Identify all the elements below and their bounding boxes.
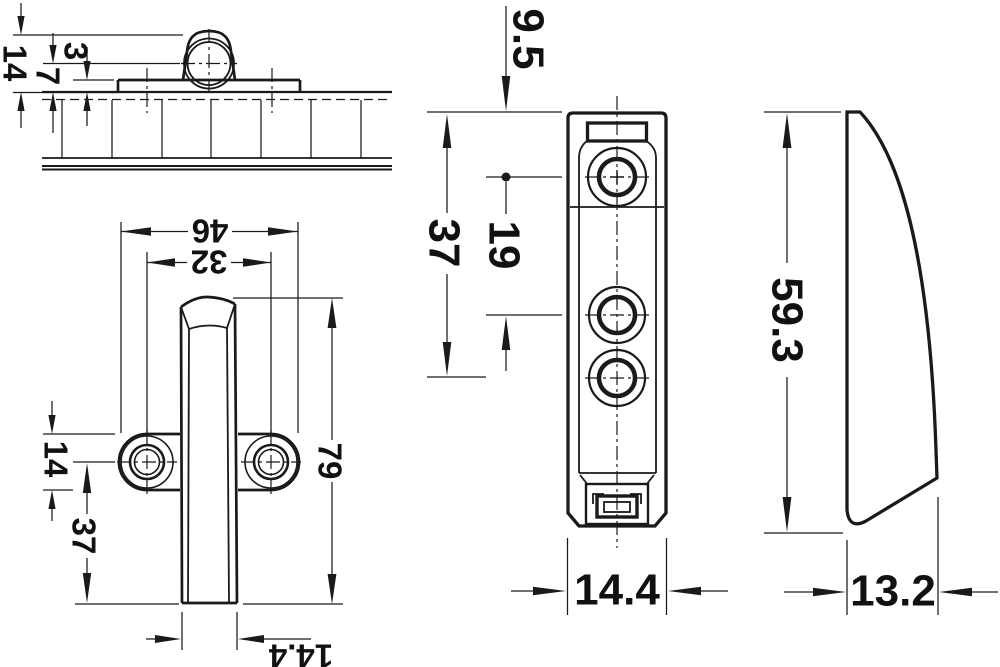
panel-hatching [61,100,362,158]
dim-label-46: 46 [192,213,229,250]
dim-label-13-2: 13.2 [850,567,936,616]
dim-label-14-side: 14 [0,45,34,82]
screw-centerlines [146,68,273,113]
strike-latch-slot [579,472,656,526]
dim-top-to-hole3: 37 [420,114,486,378]
dim-hole1-to-hole2: 19 [480,172,562,371]
dim-label-59-3: 59.3 [763,277,812,363]
handle-pivot-side [181,29,237,97]
dim-rosette-height: 14 [38,401,115,521]
view-side-section: 14 7 3 [0,3,392,171]
dim-strike-depth: 13.2 [784,497,998,616]
dim-handle-length: 79 [233,297,349,605]
panel-section [42,90,392,171]
dim-label-37-strike: 37 [420,219,469,268]
view-handle-front: 46 32 79 14 [38,213,349,667]
screw-hole-right [241,430,301,494]
dim-label-79: 79 [312,443,349,480]
dim-label-37-handle: 37 [66,518,103,555]
dim-label-14-rosette: 14 [38,441,75,478]
dim-label-7: 7 [30,67,67,85]
view-strike-side: 59.3 13.2 [763,110,998,616]
grip-bar [179,295,239,605]
dim-grip-width: 14.4 [146,612,333,667]
dim-label-9-5: 9.5 [504,8,553,69]
dim-label-32: 32 [191,244,228,281]
dim-side-pivot-height: 7 [30,33,180,133]
dim-label-14-4-strike: 14.4 [574,566,660,615]
dim-side-overall-height: 14 [0,3,183,128]
strike-hole-top [585,146,649,208]
dim-top-to-hole1: 9.5 [427,6,562,113]
dim-screw-to-end: 37 [66,461,179,605]
dim-side-plate-thickness: 3 [58,42,114,126]
dim-label-14-4-grip: 14.4 [268,638,333,667]
view-strike-front: 9.5 37 19 14.4 [420,6,728,615]
strike-hole-bottom [585,348,649,408]
dim-strike-height: 59.3 [763,111,843,534]
strike-profile [845,110,939,526]
dim-screw-spacing: 32 [146,244,272,434]
strike-plate-body [566,96,668,548]
dim-strike-width: 14.4 [511,538,728,615]
dim-rosette-width: 46 [120,213,299,433]
screw-hole-left [117,430,177,494]
dim-label-19: 19 [480,221,529,270]
strike-hole-middle [585,285,649,345]
dim-label-3: 3 [58,42,95,60]
